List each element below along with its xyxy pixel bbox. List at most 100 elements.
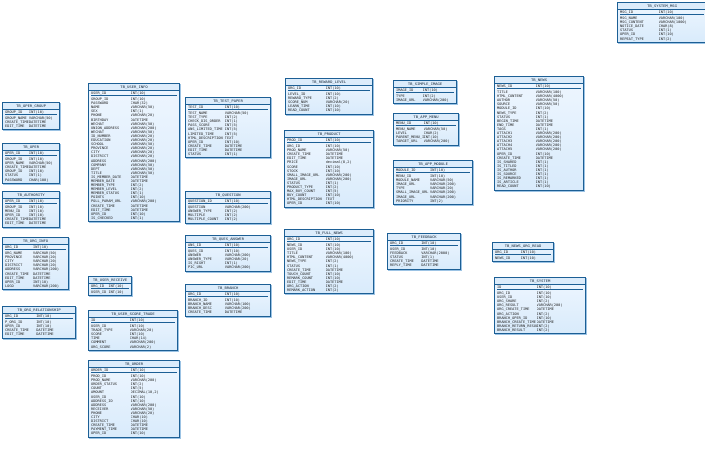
column-type: INT(2) <box>224 115 238 120</box>
column-type: CHAR(8) <box>658 24 674 29</box>
table-title: TB_APP_MODULE <box>394 161 472 168</box>
column-type: VARCHAR(50) <box>325 148 350 153</box>
column-type: DATETIME <box>536 307 554 312</box>
column-name: GROUP_ID <box>5 110 23 114</box>
column-type: DATETIME <box>130 423 148 428</box>
column-name: ORDER_ID <box>91 368 109 372</box>
column-type: DATETIME <box>325 267 343 272</box>
column-name: IMAGE_ID <box>396 88 414 92</box>
table-title: TB_QUESTION <box>186 192 270 199</box>
column-type: INT(2) <box>325 96 339 101</box>
column-type: VARCHAR(50) <box>130 105 155 110</box>
column-type: DATETIME <box>325 156 343 161</box>
column-type: INT(1) <box>224 152 238 157</box>
column-type: INT(1) <box>130 191 144 196</box>
column-type: INT(10) <box>108 290 124 295</box>
column-name: EDIT_TIME <box>5 124 25 129</box>
column-type: INT(10) <box>130 195 146 200</box>
column-type: DATETIME <box>33 271 51 276</box>
column-name: ORG_ID <box>288 86 301 90</box>
column-name: BIRTHDAY <box>91 117 109 122</box>
column-type: VARCHAR(50) <box>224 111 249 116</box>
column-type: DATETIME <box>130 174 148 179</box>
column-name: HTML_DESCRIPTION <box>287 197 322 202</box>
column-name: END_TIME <box>497 122 515 127</box>
column-type: DATETIME <box>28 124 47 129</box>
column-name: ORG_ID <box>5 314 18 318</box>
column-name: CHECK_DIS_ORDER <box>188 119 221 124</box>
column-name: ORG_ID <box>188 292 201 296</box>
column-name: SEX <box>91 109 98 114</box>
column-name: LOGO <box>5 283 14 288</box>
column-name: EDIT_TIME <box>5 332 25 337</box>
column-type: INT(10) <box>325 138 341 142</box>
table-title: TB_QUES_ANSWER <box>186 236 270 243</box>
column-type: INT(1) <box>535 167 549 172</box>
column-type: VARCHAR(200) <box>224 306 251 311</box>
column-type: INT(2) <box>536 311 550 316</box>
table-title: TB_FEEDBACK <box>388 234 460 241</box>
column-type: VARCHAR(50) <box>130 162 155 167</box>
column-type: DATETIME <box>421 259 439 264</box>
column-name: OPER_NAME <box>5 161 25 166</box>
column-name: DISTRICT <box>91 419 109 424</box>
column-name: GROUP_ID <box>91 97 109 102</box>
column-type: INT(10) <box>224 105 240 109</box>
column-type: INT(10) <box>325 193 341 198</box>
